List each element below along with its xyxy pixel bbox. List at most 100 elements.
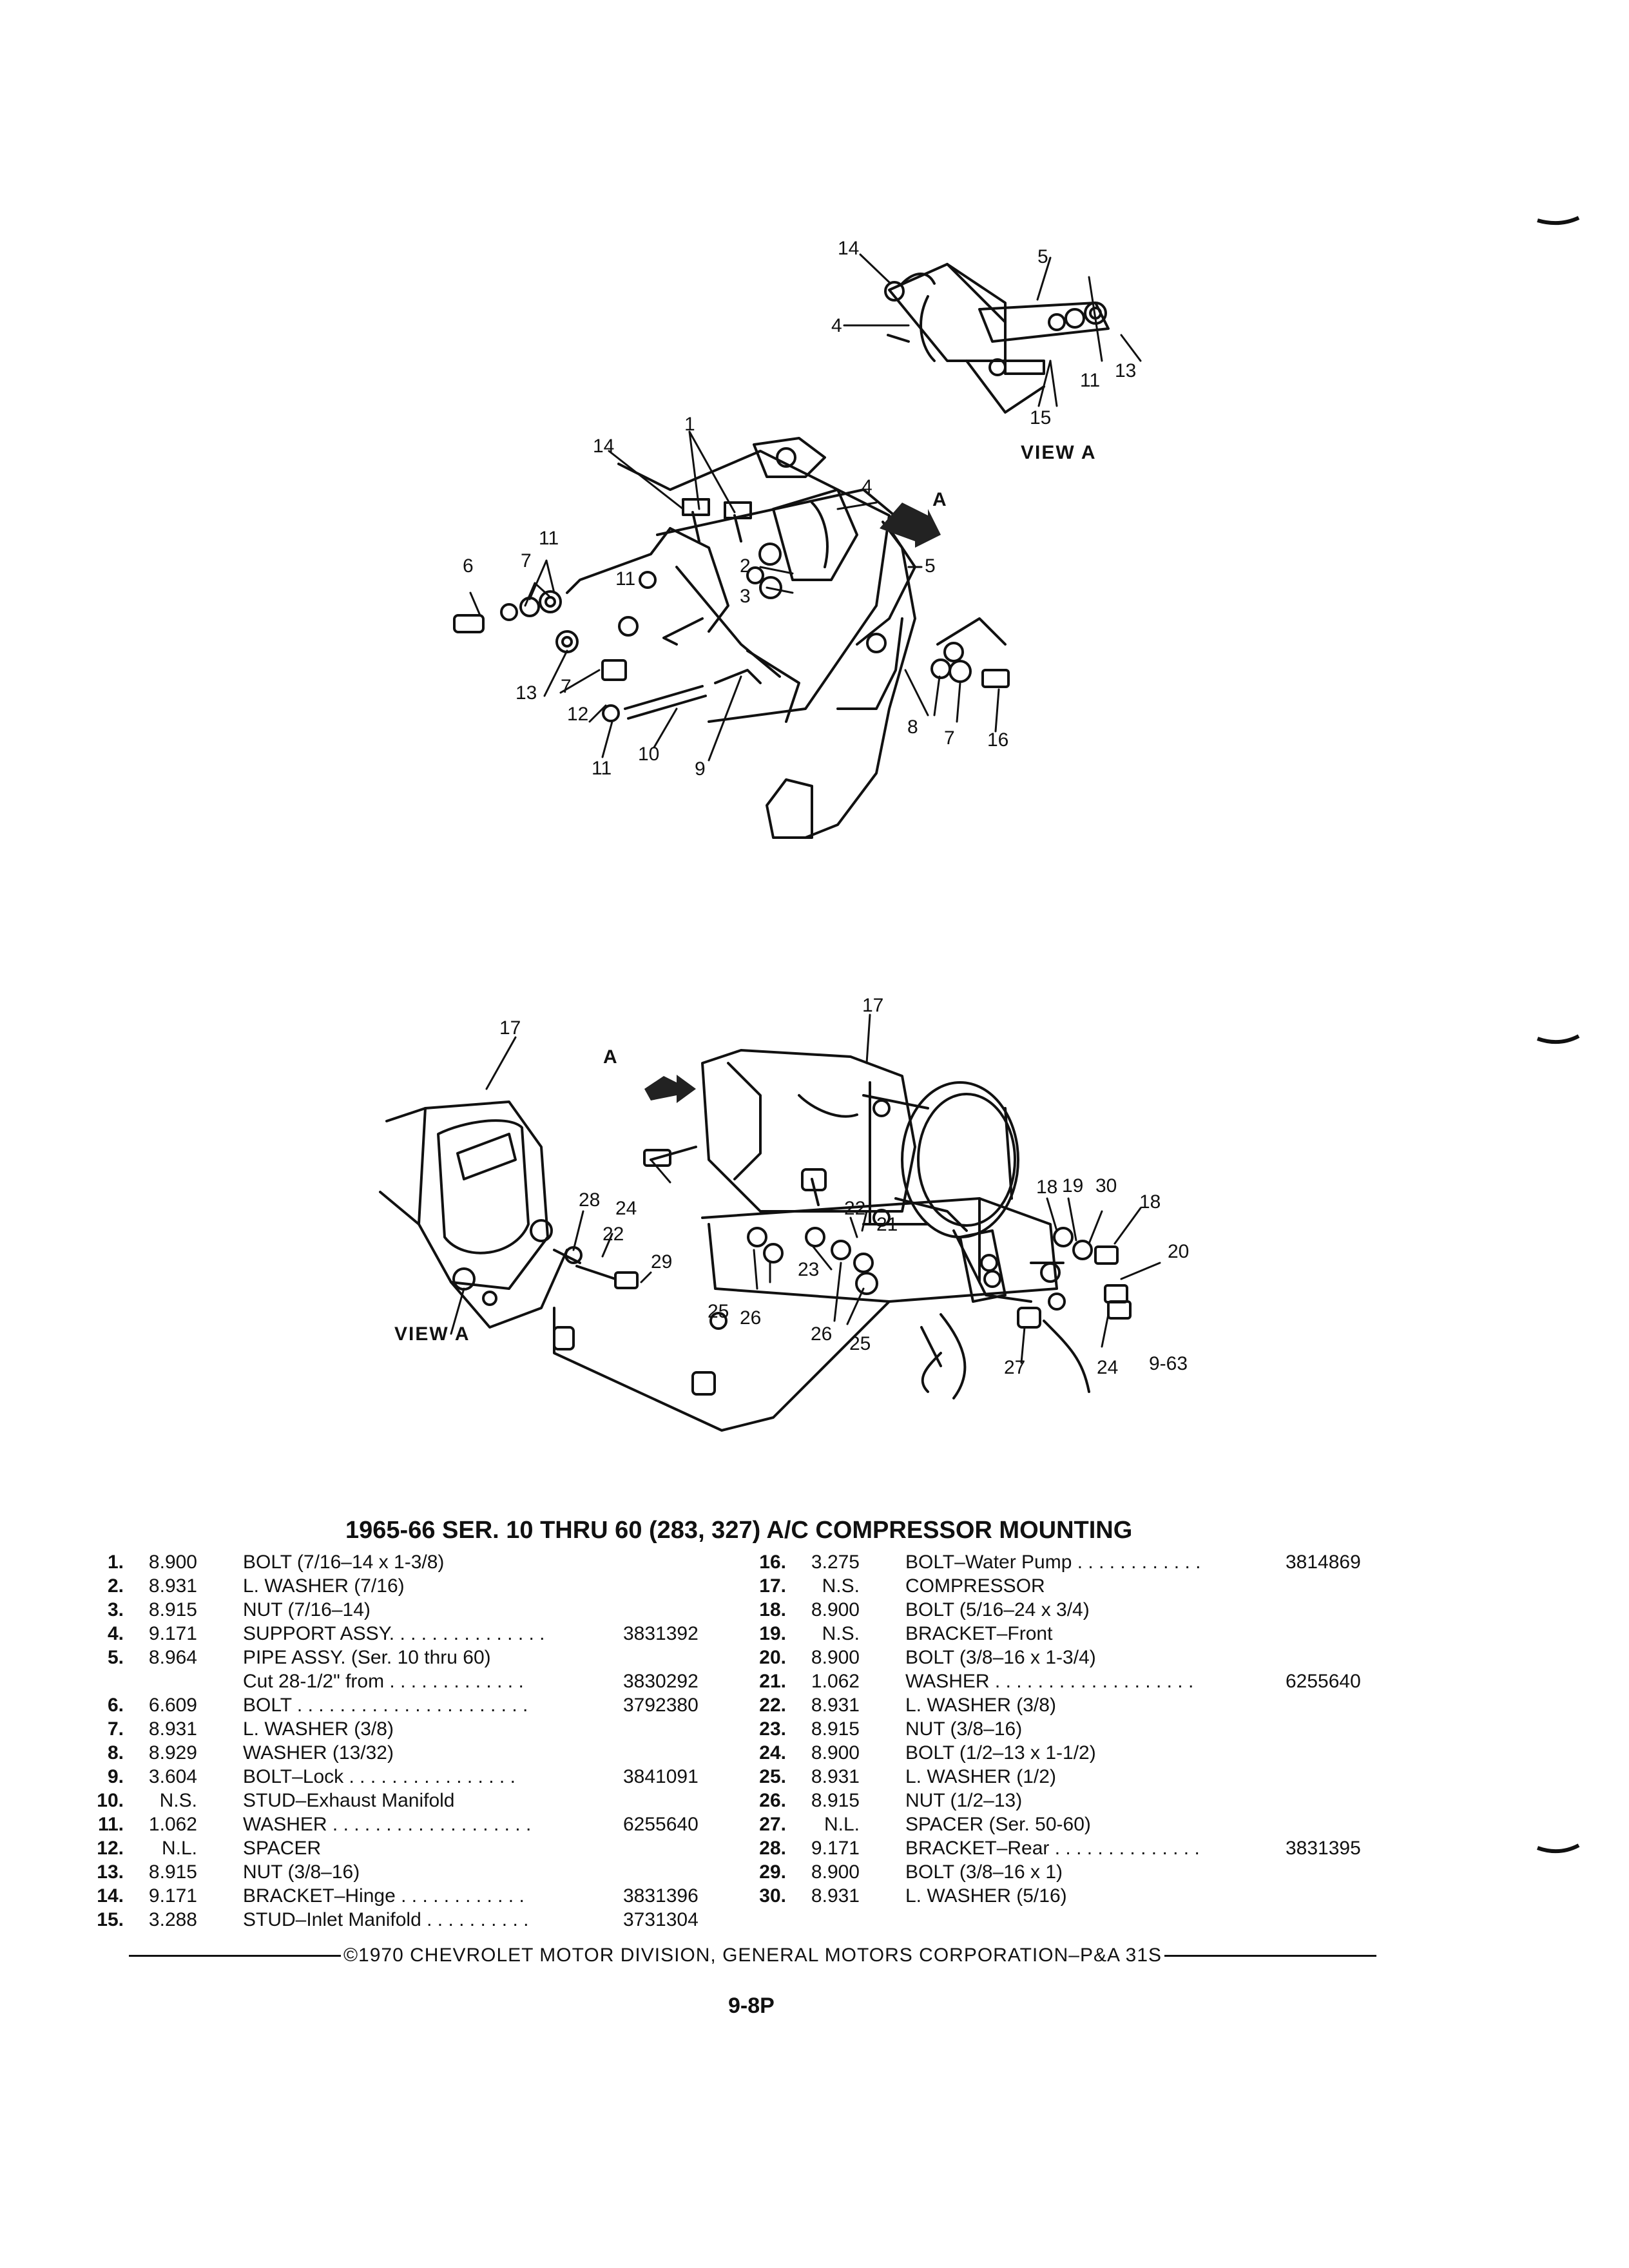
group-number: 8.931 bbox=[148, 1718, 197, 1740]
part-description: WASHER (13/32) bbox=[243, 1742, 394, 1763]
svg-text:11: 11 bbox=[615, 568, 635, 590]
item-number: 8. bbox=[107, 1742, 124, 1763]
group-number: 3.288 bbox=[148, 1909, 197, 1930]
item-number: 28. bbox=[759, 1838, 786, 1859]
part-number: 3831396 bbox=[623, 1885, 699, 1907]
svg-text:5: 5 bbox=[1037, 246, 1048, 267]
part-description: STUD–Exhaust Manifold bbox=[243, 1790, 455, 1811]
part-description: BRACKET–Rear . . . . . . . . . . . . . . bbox=[905, 1838, 1200, 1859]
part-description: NUT (3/8–16) bbox=[243, 1861, 360, 1883]
svg-text:7: 7 bbox=[521, 550, 532, 572]
group-number: 8.900 bbox=[148, 1552, 197, 1573]
part-description: WASHER . . . . . . . . . . . . . . . . .… bbox=[905, 1671, 1194, 1692]
parts-list-row: 17.N.S.COMPRESSOR bbox=[741, 1574, 1392, 1598]
part-description: COMPRESSOR bbox=[905, 1575, 1045, 1597]
part-number: 3830292 bbox=[623, 1671, 699, 1692]
item-number: 21. bbox=[759, 1671, 786, 1692]
svg-text:11: 11 bbox=[539, 528, 559, 549]
svg-text:14: 14 bbox=[593, 436, 614, 457]
item-number: 16. bbox=[759, 1552, 786, 1573]
part-description: SPACER (Ser. 50-60) bbox=[905, 1814, 1091, 1835]
parts-list-row: 12.N.L.SPACER bbox=[79, 1836, 729, 1860]
part-number: 3814869 bbox=[1286, 1552, 1361, 1573]
item-number: 12. bbox=[97, 1838, 124, 1859]
svg-text:6: 6 bbox=[463, 555, 474, 577]
part-description: Cut 28-1/2" from . . . . . . . . . . . .… bbox=[243, 1671, 524, 1692]
compressor-illustration bbox=[701, 1049, 1019, 1238]
parts-list-row: 25. 8.931 L. WASHER (1/2) bbox=[741, 1765, 1392, 1789]
svg-text:24: 24 bbox=[1097, 1357, 1118, 1378]
part-description: PIPE ASSY. (Ser. 10 thru 60) bbox=[243, 1647, 491, 1668]
footer-rule-left bbox=[129, 1954, 341, 1957]
part-description: BOLT . . . . . . . . . . . . . . . . . .… bbox=[243, 1695, 528, 1716]
svg-text:26: 26 bbox=[740, 1307, 761, 1329]
mounting-bracket-illustration bbox=[553, 1197, 1058, 1432]
footer-rule-right bbox=[1164, 1954, 1376, 1957]
part-description: L. WASHER (7/16) bbox=[243, 1575, 405, 1597]
parts-list-row: Cut 28-1/2" from . . . . . . . . . . . .… bbox=[79, 1669, 729, 1693]
item-number: 5. bbox=[107, 1647, 124, 1668]
part-description: L. WASHER (1/2) bbox=[905, 1766, 1056, 1787]
view-a-arrow-lower bbox=[644, 1075, 696, 1103]
item-number: 3. bbox=[107, 1599, 124, 1620]
part-description: BOLT (3/8–16 x 1-3/4) bbox=[905, 1647, 1096, 1668]
part-description: NUT (3/8–16) bbox=[905, 1718, 1023, 1740]
svg-text:30: 30 bbox=[1095, 1175, 1117, 1196]
group-number: 1.062 bbox=[811, 1671, 860, 1692]
engine-support-assembly bbox=[566, 437, 916, 839]
part-number: 6255640 bbox=[1286, 1671, 1361, 1692]
svg-text:14: 14 bbox=[838, 238, 859, 259]
svg-text:22: 22 bbox=[844, 1198, 865, 1219]
svg-text:9: 9 bbox=[695, 758, 706, 780]
part-description: BOLT (1/2–13 x 1-1/2) bbox=[905, 1742, 1096, 1763]
group-number: 8.931 bbox=[811, 1766, 860, 1787]
item-number: 19. bbox=[759, 1623, 786, 1644]
group-number: 3.275 bbox=[811, 1552, 860, 1573]
group-number: 9.171 bbox=[148, 1885, 197, 1907]
part-number: 3831395 bbox=[1286, 1838, 1361, 1859]
group-number: N.S. bbox=[159, 1790, 197, 1811]
part-number: 3792380 bbox=[623, 1695, 699, 1716]
item-number: 26. bbox=[759, 1790, 786, 1811]
svg-text:VIEW A: VIEW A bbox=[394, 1323, 470, 1345]
svg-text:8: 8 bbox=[907, 716, 918, 738]
page-number: 9-8P bbox=[728, 1994, 775, 2018]
item-number: 27. bbox=[759, 1814, 786, 1835]
parts-list-row: 19.N.S.BRACKET–Front bbox=[741, 1622, 1392, 1646]
svg-text:3: 3 bbox=[740, 586, 751, 607]
item-number: 24. bbox=[759, 1742, 786, 1763]
callout-numbers: 14 5 4 11 13 15 VIEW A 1 14 4 A 5 2 3 11… bbox=[394, 238, 1189, 1378]
part-number: 3841091 bbox=[623, 1766, 699, 1787]
item-number: 25. bbox=[759, 1766, 786, 1787]
view-a-arrow-upper bbox=[880, 503, 941, 548]
item-number: 18. bbox=[759, 1599, 786, 1620]
group-number: N.S. bbox=[822, 1575, 860, 1597]
svg-text:28: 28 bbox=[579, 1189, 600, 1211]
part-description: BOLT (7/16–14 x 1-3/8) bbox=[243, 1552, 445, 1573]
group-number: 8.915 bbox=[148, 1861, 197, 1883]
item-number: 7. bbox=[107, 1718, 124, 1740]
svg-text:22: 22 bbox=[602, 1224, 624, 1245]
svg-text:18: 18 bbox=[1139, 1191, 1161, 1213]
part-description: L. WASHER (3/8) bbox=[243, 1718, 394, 1740]
group-number: 8.929 bbox=[148, 1742, 197, 1763]
part-number: 3831392 bbox=[623, 1623, 699, 1644]
svg-text:18: 18 bbox=[1036, 1177, 1057, 1198]
part-description: BOLT (5/16–24 x 3/4) bbox=[905, 1599, 1090, 1620]
group-number: 9.171 bbox=[811, 1838, 860, 1859]
group-number: N.S. bbox=[822, 1623, 860, 1644]
group-number: 8.915 bbox=[811, 1718, 860, 1740]
svg-text:VIEW A: VIEW A bbox=[1021, 442, 1097, 463]
svg-text:9-63: 9-63 bbox=[1149, 1353, 1188, 1374]
svg-text:4: 4 bbox=[831, 315, 842, 336]
